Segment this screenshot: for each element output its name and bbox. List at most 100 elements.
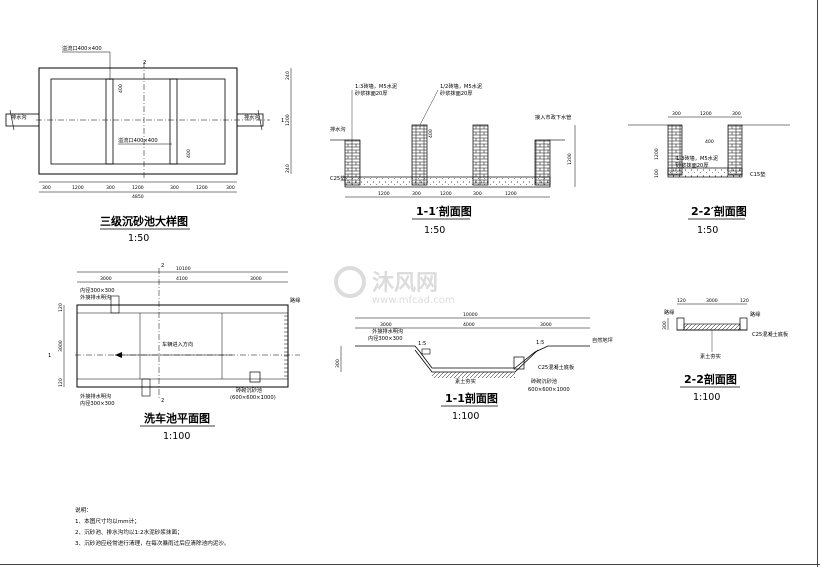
dim-left-2: 3000: [58, 340, 64, 352]
section-outlet-label: 接入市政下水管: [535, 113, 571, 121]
dimension-label: 1200: [132, 185, 144, 191]
slope-left: 1:5: [418, 341, 426, 347]
carwash-section-2: 120 3000 120 路缘 路缘 C25混凝土底板 素土夯实 300 2-2…: [662, 298, 789, 403]
watermark-brand: 沐风网: [372, 271, 438, 296]
dimension-label: 1200: [72, 185, 84, 191]
watermark-logo: [334, 266, 366, 298]
concrete-base: [344, 176, 551, 188]
dim-small-2: 400: [186, 149, 192, 158]
curb-label-right: 路缘: [750, 310, 760, 318]
dim-left-1: 120: [58, 303, 64, 312]
drain-top: [110, 295, 120, 314]
carwash-section-title: 1-1剖面图: [445, 391, 498, 405]
drain-bottom: [141, 378, 151, 397]
depth-dim: 300: [335, 359, 341, 368]
outlet-label: 排水沟: [244, 113, 260, 121]
overflow-label-mid: 溢流口400×400: [118, 136, 158, 144]
carwash-section-1: 10000 3000 4000 3000 外接排水明沟 内径300×300 1:…: [335, 312, 613, 422]
notes: 说明： 1、本图尺寸均以mm计； 2、沉砂池、排水沟均以1:2水泥砂浆抹面； 3…: [75, 506, 230, 547]
drawing-title: 三级沉砂池大样图: [100, 214, 188, 228]
dim-top-2: 1200: [700, 111, 712, 117]
drain-top-label-2: 外接排水明沟: [80, 293, 111, 301]
carwash-outline: [76, 304, 289, 388]
dimension-label: 1200: [196, 185, 208, 191]
pit-label-1: 砖砌沉砂池: [531, 377, 557, 385]
drain-bottom-label-1: 外接排水明沟: [80, 392, 111, 400]
direction-label: 车辆进入方向: [162, 340, 193, 348]
carwash-section2-scale: 1:100: [693, 392, 720, 403]
dimension-label: 300: [412, 191, 421, 197]
dim-small: 400: [705, 139, 714, 145]
settling-tank-plan: 2 1 溢流口400×400 溢流口400×400 400 400 排水沟 排水…: [5, 44, 292, 244]
wash-pit-profile: [355, 345, 590, 369]
overflow-label-top: 溢流口400×400: [62, 44, 102, 52]
dim-right-3: 240: [285, 164, 291, 173]
depth-dim: 300: [662, 321, 668, 330]
dim-top-1: 3000: [380, 322, 392, 328]
dim-top-3: 3000: [250, 276, 262, 282]
total-dim: 10000: [463, 312, 478, 318]
dim-left-3: 120: [58, 378, 64, 387]
brick-wall-3: [472, 124, 489, 186]
pit-label-1: 砖砌沉砂池: [236, 386, 262, 394]
slab-label: C25混凝土底板: [752, 330, 789, 338]
dim-top-1: 120: [677, 298, 686, 304]
note-3: 3、沉砂池应经常进行清理，在每次暴雨过后应清除池内泥沙。: [75, 539, 230, 547]
dim-top-3: 3000: [540, 322, 552, 328]
brick-wall-2: [411, 124, 428, 186]
base-height-dim: 100: [654, 169, 660, 178]
dimension-label: 300: [473, 191, 482, 197]
dim-right-2: 1200: [285, 114, 291, 126]
section-mark-bottom: 2: [161, 398, 164, 404]
brick-note-2b: 砂浆抹面20厚: [440, 89, 473, 97]
section-mark-left: 1: [48, 353, 51, 359]
height-dim: 1200: [654, 148, 660, 160]
tank-outer-wall: [38, 67, 238, 175]
dim-top-3: 300: [732, 111, 741, 117]
watermark-url: www.mfcad.com: [372, 295, 455, 306]
section-dim-small: 400: [428, 129, 434, 138]
dim-top-2: 4100: [176, 276, 188, 282]
drain-top-label-1: 内径300×300: [80, 286, 115, 294]
curb-right: [739, 317, 748, 331]
dim-small-1: 400: [118, 84, 124, 93]
dimension-label: 1200: [378, 191, 390, 197]
tank-inner: [50, 78, 226, 165]
surface-label: 自然地坪: [592, 336, 613, 344]
carwash-section2-title: 2-2剖面图: [684, 372, 737, 386]
pit-label-2: 600×600×1000: [528, 387, 570, 393]
section-title: 2-2′剖面图: [691, 204, 747, 218]
carwash-plan: 车辆进入方向 10100 3000 4100 3000 2 2 1 内径300×…: [48, 263, 300, 442]
sheet-border-right: [817, 0, 818, 567]
curb-left: [676, 317, 685, 331]
brick-note-1b: 砂浆抹面20厚: [355, 89, 388, 97]
brick-note-2: 砂浆抹面20厚: [676, 161, 709, 169]
section-base-label: C25垫: [330, 174, 346, 182]
dim-top-2: 4000: [463, 322, 475, 328]
pit-label-2: (600×600×1000): [230, 395, 276, 401]
slope-right: 1:5: [536, 340, 544, 346]
concrete-base: [667, 167, 743, 178]
settling-tank-section-2: 300 1200 300 400 1:3砖墙，M5水泥 砂浆抹面20厚 C15垫…: [628, 111, 790, 236]
dimension-label: 300: [106, 185, 115, 191]
slab: [683, 323, 741, 331]
settling-tank-section-1: 1:3砖墙，M5水泥 砂浆抹面20厚 1/2砖墙，M5水泥 砂浆抹面20厚 排水…: [330, 82, 576, 236]
partition-wall-2: [169, 78, 178, 165]
dimension-label: 1200: [440, 191, 452, 197]
drain-label-1: 外接排水明沟: [372, 327, 403, 335]
dimension-label: 300: [226, 185, 235, 191]
brick-wall-right: [727, 124, 743, 176]
note-1: 1、本图尺寸均以mm计；: [75, 517, 140, 525]
brick-note-2: 1/2砖墙，M5水泥: [440, 82, 482, 90]
section-title: 1-1′剖面图: [416, 204, 472, 218]
base-label: C15垫: [750, 170, 766, 178]
total-dim: 10100: [176, 266, 191, 272]
curb-label-left: 路缘: [664, 308, 674, 316]
settling-pit: [513, 356, 525, 370]
settling-pit: [249, 371, 261, 383]
dim-top-1: 300: [672, 111, 681, 117]
drawing-scale: 1:50: [128, 233, 149, 244]
carwash-plan-title: 洗车池平面图: [144, 411, 210, 425]
